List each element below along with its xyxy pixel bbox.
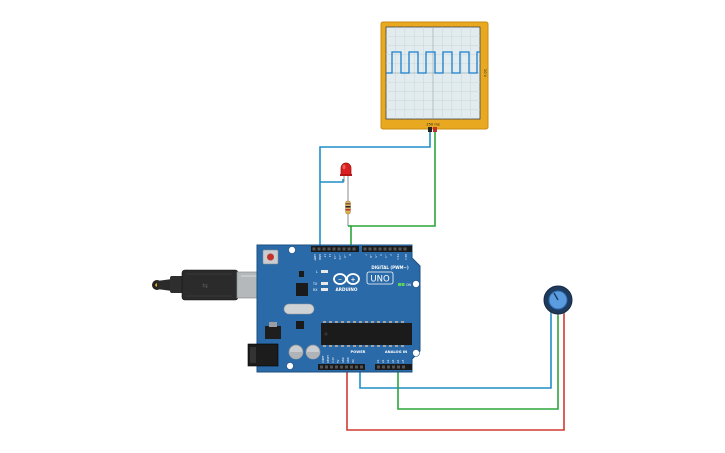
- svg-text:3.3V: 3.3V: [331, 357, 335, 363]
- uno-badge: UNO: [366, 271, 394, 285]
- oscilloscope[interactable]: 250 ms 10 V: [380, 21, 489, 132]
- wire-gnd-to-pot[interactable]: [346, 310, 565, 431]
- svg-text:TX: TX: [312, 282, 318, 286]
- svg-text:13: 13: [323, 254, 327, 258]
- power-label: POWER: [351, 350, 366, 354]
- svg-text:A1: A1: [381, 359, 385, 363]
- wire-scope-to-gnd[interactable]: [319, 131, 431, 249]
- svg-text:Vin: Vin: [351, 359, 355, 363]
- svg-text:4: 4: [379, 254, 383, 256]
- svg-text:~11: ~11: [333, 254, 337, 260]
- power-pin-labels: IOREF RESET 3.3V 5V GND GND Vin: [321, 355, 355, 363]
- oscilloscope-volt-label: 10 V: [483, 69, 487, 78]
- svg-text:GND: GND: [346, 357, 350, 363]
- analog-label: ANALOG IN: [385, 350, 407, 354]
- arduino-uno-board[interactable]: AREF GND 13 12 ~11 ~10 ~9 8 7 ~6 ~5 4 ~3…: [247, 244, 421, 373]
- reset-button[interactable]: [262, 249, 279, 265]
- svg-text:A2: A2: [386, 359, 390, 363]
- svg-text:L: L: [316, 270, 318, 274]
- svg-text:A5: A5: [401, 359, 405, 363]
- usb-cable[interactable]: ⇆: [152, 269, 270, 301]
- oscilloscope-probe-negative[interactable]: [428, 127, 432, 132]
- svg-text:2: 2: [389, 254, 393, 256]
- svg-text:~5: ~5: [374, 254, 378, 258]
- svg-text:UNO: UNO: [370, 275, 390, 285]
- svg-text:GND: GND: [318, 254, 322, 260]
- digital-pin-labels: AREF GND 13 12 ~11 ~10 ~9 8 7 ~6 ~5 4 ~3…: [313, 254, 408, 261]
- digital-label: DIGITAL (PWM~): [371, 265, 409, 270]
- oscilloscope-trace: [386, 51, 480, 74]
- resistor[interactable]: [345, 196, 351, 226]
- svg-text:5V: 5V: [336, 359, 340, 363]
- svg-text:ON: ON: [406, 283, 412, 287]
- svg-text:+: +: [350, 277, 355, 284]
- svg-text:~3: ~3: [384, 254, 388, 258]
- svg-text:A0: A0: [376, 359, 380, 363]
- power-jack[interactable]: [247, 343, 279, 367]
- wire-led-to-gnd[interactable]: [320, 179, 344, 183]
- svg-text:A4: A4: [396, 359, 400, 363]
- svg-text:GND: GND: [341, 357, 345, 363]
- potentiometer[interactable]: [543, 285, 573, 316]
- crystal: [283, 303, 315, 315]
- svg-text:A3: A3: [391, 359, 395, 363]
- analog-header: [375, 364, 412, 370]
- usb-chip: [296, 283, 308, 296]
- svg-text:AREF: AREF: [313, 254, 317, 261]
- svg-text:~9: ~9: [343, 254, 347, 258]
- svg-text:RX: RX: [313, 288, 318, 292]
- arduino-logo: − + ARDUINO: [333, 273, 360, 292]
- svg-text:⇆: ⇆: [202, 282, 208, 290]
- capacitors: [288, 344, 321, 360]
- wire-scope-to-pin[interactable]: [350, 131, 436, 249]
- svg-text:~10: ~10: [338, 254, 342, 260]
- wire-5v-to-pot[interactable]: [359, 310, 552, 389]
- voltage-regulator: [265, 322, 281, 339]
- wires: [319, 131, 565, 431]
- svg-text:~6: ~6: [369, 254, 373, 258]
- wire-a0-to-pot[interactable]: [397, 312, 559, 410]
- oscilloscope-probe-positive[interactable]: [433, 127, 437, 132]
- red-led[interactable]: [340, 162, 352, 200]
- digital-header: [311, 246, 412, 252]
- svg-text:TX 1: TX 1: [396, 254, 400, 260]
- svg-text:7: 7: [364, 254, 368, 256]
- svg-text:12: 12: [328, 254, 332, 258]
- power-header: [318, 364, 365, 370]
- svg-text:IOREF: IOREF: [321, 355, 325, 363]
- analog-pin-labels: A0 A1 A2 A3 A4 A5: [376, 359, 405, 363]
- svg-text:8: 8: [348, 254, 352, 256]
- atmega-chip: [321, 321, 412, 347]
- arduino-brand: ARDUINO: [336, 287, 358, 292]
- svg-text:−: −: [338, 277, 342, 283]
- svg-text:RX 0: RX 0: [404, 254, 408, 260]
- oscilloscope-time-label: 250 ms: [426, 123, 440, 127]
- svg-text:RESET: RESET: [326, 355, 330, 363]
